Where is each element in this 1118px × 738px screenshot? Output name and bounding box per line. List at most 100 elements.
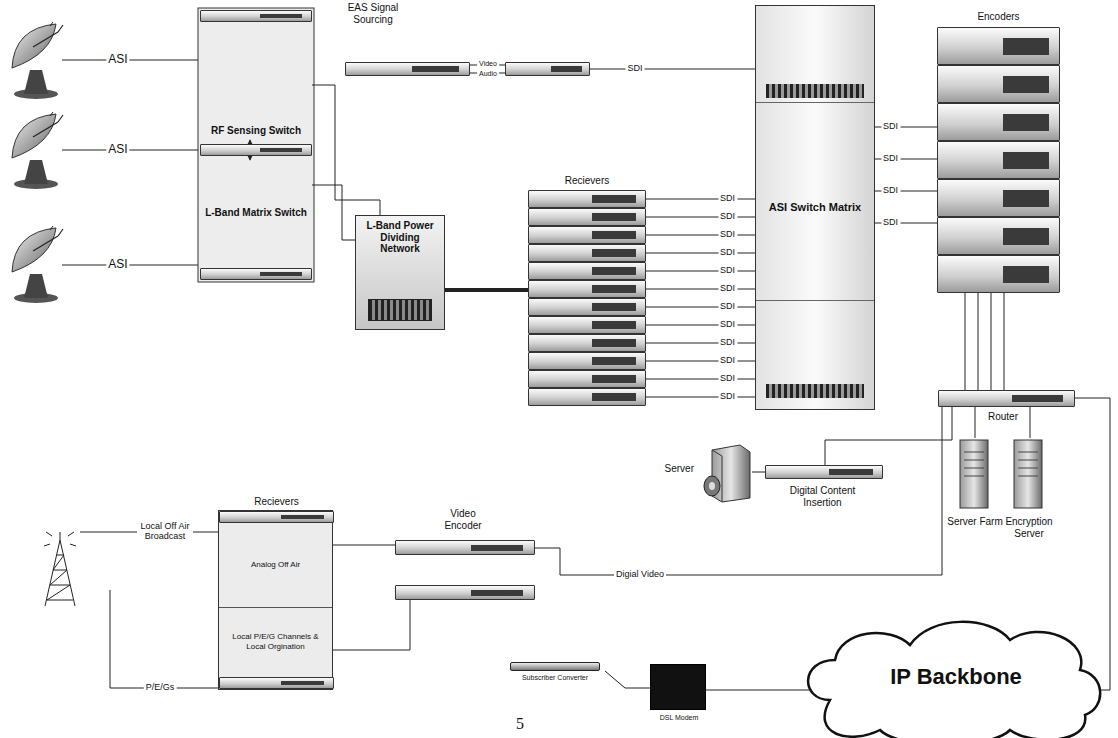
signal-label: SDI (718, 284, 737, 294)
signal-label: SDI (718, 392, 737, 402)
node-box: DSL Modem (650, 664, 706, 710)
cloud-shape (808, 622, 1100, 738)
node-box: IP Backbone (812, 622, 1100, 732)
rack-unit (528, 352, 646, 370)
rack-unit (937, 103, 1060, 141)
node-label: Local P/E/G Channels & Local Orgination (223, 632, 328, 650)
broadcast-tower (44, 532, 76, 606)
connector (646, 361, 755, 362)
signal-label: Digial Video (614, 570, 666, 580)
rack-unit (937, 179, 1060, 217)
connector (646, 217, 755, 218)
rack-unit (345, 62, 470, 76)
node-label: DSL Modem (639, 714, 719, 722)
node-label: Analog Off Air (251, 560, 300, 569)
satellite-dish (12, 22, 63, 99)
rack-unit (937, 255, 1060, 293)
connector (590, 69, 755, 70)
node-label: Server Farm (946, 516, 1004, 528)
connector (646, 253, 755, 254)
connector (646, 379, 755, 380)
rack-unit (219, 511, 334, 523)
signal-label: ASI (106, 258, 129, 271)
drawing-part (1018, 452, 1038, 476)
signal-label: SDI (718, 194, 737, 204)
node-box: ASI Switch Matrix (755, 5, 875, 410)
rack-unit (765, 465, 883, 479)
drawing-part (960, 440, 988, 508)
callout-number: 5 (514, 715, 526, 733)
signal-label: SDI (625, 64, 644, 74)
connector (332, 600, 410, 650)
connector (646, 307, 755, 308)
connector (605, 671, 650, 688)
rack-unit (200, 268, 312, 280)
connector (646, 199, 755, 200)
rack-unit (528, 208, 646, 226)
server-icon (704, 445, 750, 502)
node-label: ASI Switch Matrix (769, 201, 861, 214)
node-box: RecieversAnalog Off AirLocal P/E/G Chann… (218, 510, 333, 690)
node-box: Encoders (937, 27, 1060, 293)
signal-label: SDI (881, 186, 900, 196)
signal-label: SDI (881, 218, 900, 228)
rack-unit (528, 280, 646, 298)
connector (646, 289, 755, 290)
drawing-part (709, 482, 715, 490)
connector (646, 235, 755, 236)
signal-label: SDI (718, 356, 737, 366)
rack-unit (505, 62, 590, 76)
drawing-part (964, 452, 984, 476)
signal-label: SDI (718, 230, 737, 240)
source-label: P/E/Gs (144, 683, 177, 693)
grille (368, 299, 432, 321)
drawing-part (1014, 440, 1042, 508)
connector (445, 288, 528, 292)
connector (991, 293, 992, 390)
connector (646, 397, 755, 398)
connector (752, 472, 765, 473)
rack-unit (528, 262, 646, 280)
connector (965, 293, 966, 390)
node-label: L-Band Matrix Switch (205, 207, 307, 219)
rack-unit (528, 316, 646, 334)
node-box: Encryption Server (1012, 438, 1046, 510)
peg-wire (110, 590, 218, 688)
connector (1030, 407, 1031, 438)
connector (706, 690, 812, 691)
node-label: Recievers (528, 175, 646, 187)
signal-label: SDI (881, 122, 900, 132)
node-box: Router (938, 390, 1075, 407)
signal-label: SDI (718, 212, 737, 222)
node-label: Digital Content Insertion (770, 485, 875, 508)
signal-label: ASI (106, 143, 129, 156)
source-label: Local Off Air Broadcast (137, 522, 193, 542)
signal-label: Audio (477, 70, 499, 78)
rack-unit (937, 141, 1060, 179)
node-label: Recievers (219, 496, 334, 508)
rack-unit (528, 388, 646, 406)
rack-unit (528, 190, 646, 208)
rack-unit (528, 298, 646, 316)
node-label: RF Sensing Switch (211, 125, 301, 137)
connector (978, 293, 979, 390)
rack-unit (528, 244, 646, 262)
node-box: Subscriber Converter (505, 662, 605, 671)
drawing-part (45, 540, 75, 606)
node-box: Digital Content Insertion (765, 465, 883, 479)
node-box: L-Band Power Dividing Network (355, 215, 445, 330)
converter-box (510, 662, 600, 671)
rack-unit (219, 677, 334, 689)
grille (766, 84, 864, 98)
rack-unit (395, 585, 535, 600)
rack-unit (937, 65, 1060, 103)
section-line (756, 300, 874, 301)
signal-label: SDI (718, 374, 737, 384)
connector (975, 407, 976, 438)
node-label: L-Band Power Dividing Network (360, 220, 440, 255)
connector (825, 407, 952, 465)
signal-label: SDI (718, 302, 737, 312)
rack-unit (528, 334, 646, 352)
connector (1075, 398, 1110, 690)
section-line (756, 102, 874, 103)
